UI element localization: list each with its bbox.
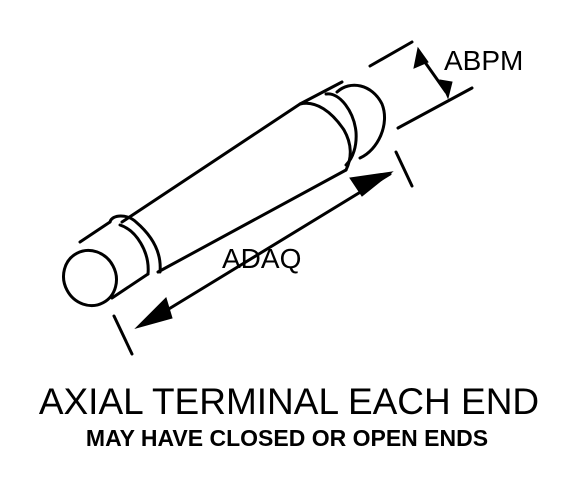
length-extension-left [112,314,134,356]
diameter-dimension-line [420,56,448,94]
right-ferrule-edge [324,92,358,167]
diameter-extension-top [368,40,414,68]
left-cap-bottom [110,272,150,300]
caption-title: AXIAL TERMINAL EACH END [39,381,539,422]
dimension-diameter [368,40,474,130]
left-ferrule [108,214,162,274]
right-end-cap [335,83,387,160]
diameter-label: ABPM [444,45,523,76]
fuse-body [62,80,387,308]
length-extension-right [394,150,414,188]
length-arrowhead-left [134,297,173,329]
barrel-bottom-line [156,168,348,274]
diameter-extension-bottom [396,86,474,130]
dimension-length [112,150,414,356]
left-ferrule-edge [118,223,150,276]
length-dimension-line [152,172,392,320]
left-cap-top [78,220,112,244]
diameter-arrowhead-bottom [439,79,453,100]
barrel-top-line [120,102,302,224]
left-end-face [62,248,118,308]
length-arrowhead-right [349,171,394,197]
caption-subtitle: MAY HAVE CLOSED OR OPEN ENDS [86,425,488,451]
diameter-arrowhead-top [413,46,429,69]
length-label: ADAQ [222,243,301,274]
